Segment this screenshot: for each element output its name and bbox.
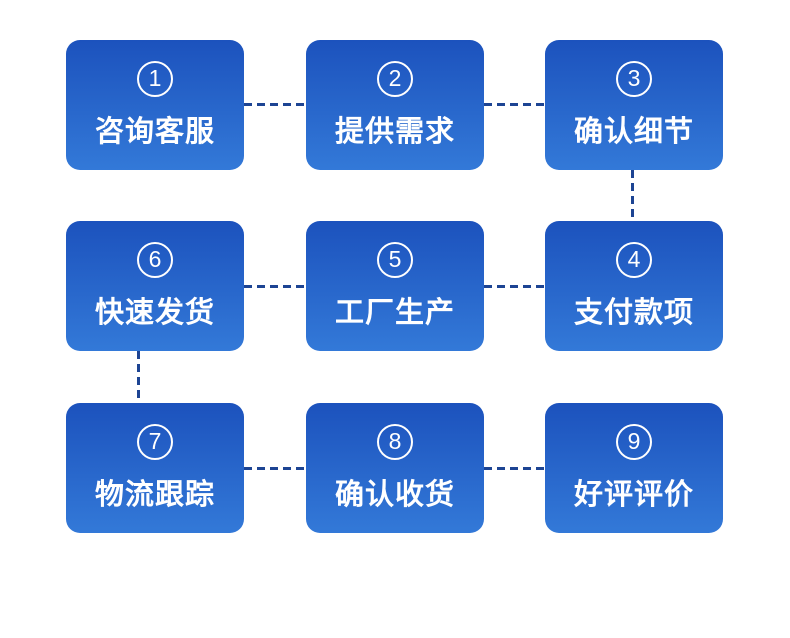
step-label: 咨询客服 (94, 115, 215, 148)
step-card-7: 7 物流跟踪 (66, 403, 244, 533)
step-label: 好评评价 (573, 478, 694, 511)
connector-step6-step7 (137, 351, 140, 403)
step-label: 支付款项 (573, 296, 694, 329)
step-card-8: 8 确认收货 (306, 403, 484, 533)
step-number-badge: 1 (137, 60, 173, 97)
step-card-3: 3 确认细节 (545, 40, 723, 170)
connector-step1-step2 (244, 103, 306, 106)
step-label: 物流跟踪 (94, 478, 215, 511)
step-number-badge: 3 (616, 60, 652, 97)
step-label: 快速发货 (94, 296, 215, 329)
step-card-9: 9 好评评价 (545, 403, 723, 533)
connector-step5-step6 (244, 285, 306, 288)
step-label: 确认收货 (334, 478, 455, 511)
step-number-badge: 9 (616, 423, 652, 460)
step-number-badge: 5 (377, 241, 413, 278)
step-number-badge: 6 (137, 241, 173, 278)
step-number-badge: 2 (377, 60, 413, 97)
step-label: 提供需求 (334, 115, 455, 148)
connector-step8-step9 (484, 467, 545, 470)
step-number-badge: 7 (137, 423, 173, 460)
step-card-4: 4 支付款项 (545, 221, 723, 351)
step-card-6: 6 快速发货 (66, 221, 244, 351)
step-card-1: 1 咨询客服 (66, 40, 244, 170)
connector-step3-step4 (631, 170, 634, 221)
connector-step7-step8 (244, 467, 306, 470)
step-label: 确认细节 (573, 115, 694, 148)
step-card-2: 2 提供需求 (306, 40, 484, 170)
step-card-5: 5 工厂生产 (306, 221, 484, 351)
step-number-badge: 4 (616, 241, 652, 278)
step-label: 工厂生产 (334, 296, 455, 329)
connector-step2-step3 (484, 103, 545, 106)
step-number-badge: 8 (377, 423, 413, 460)
connector-step4-step5 (484, 285, 545, 288)
